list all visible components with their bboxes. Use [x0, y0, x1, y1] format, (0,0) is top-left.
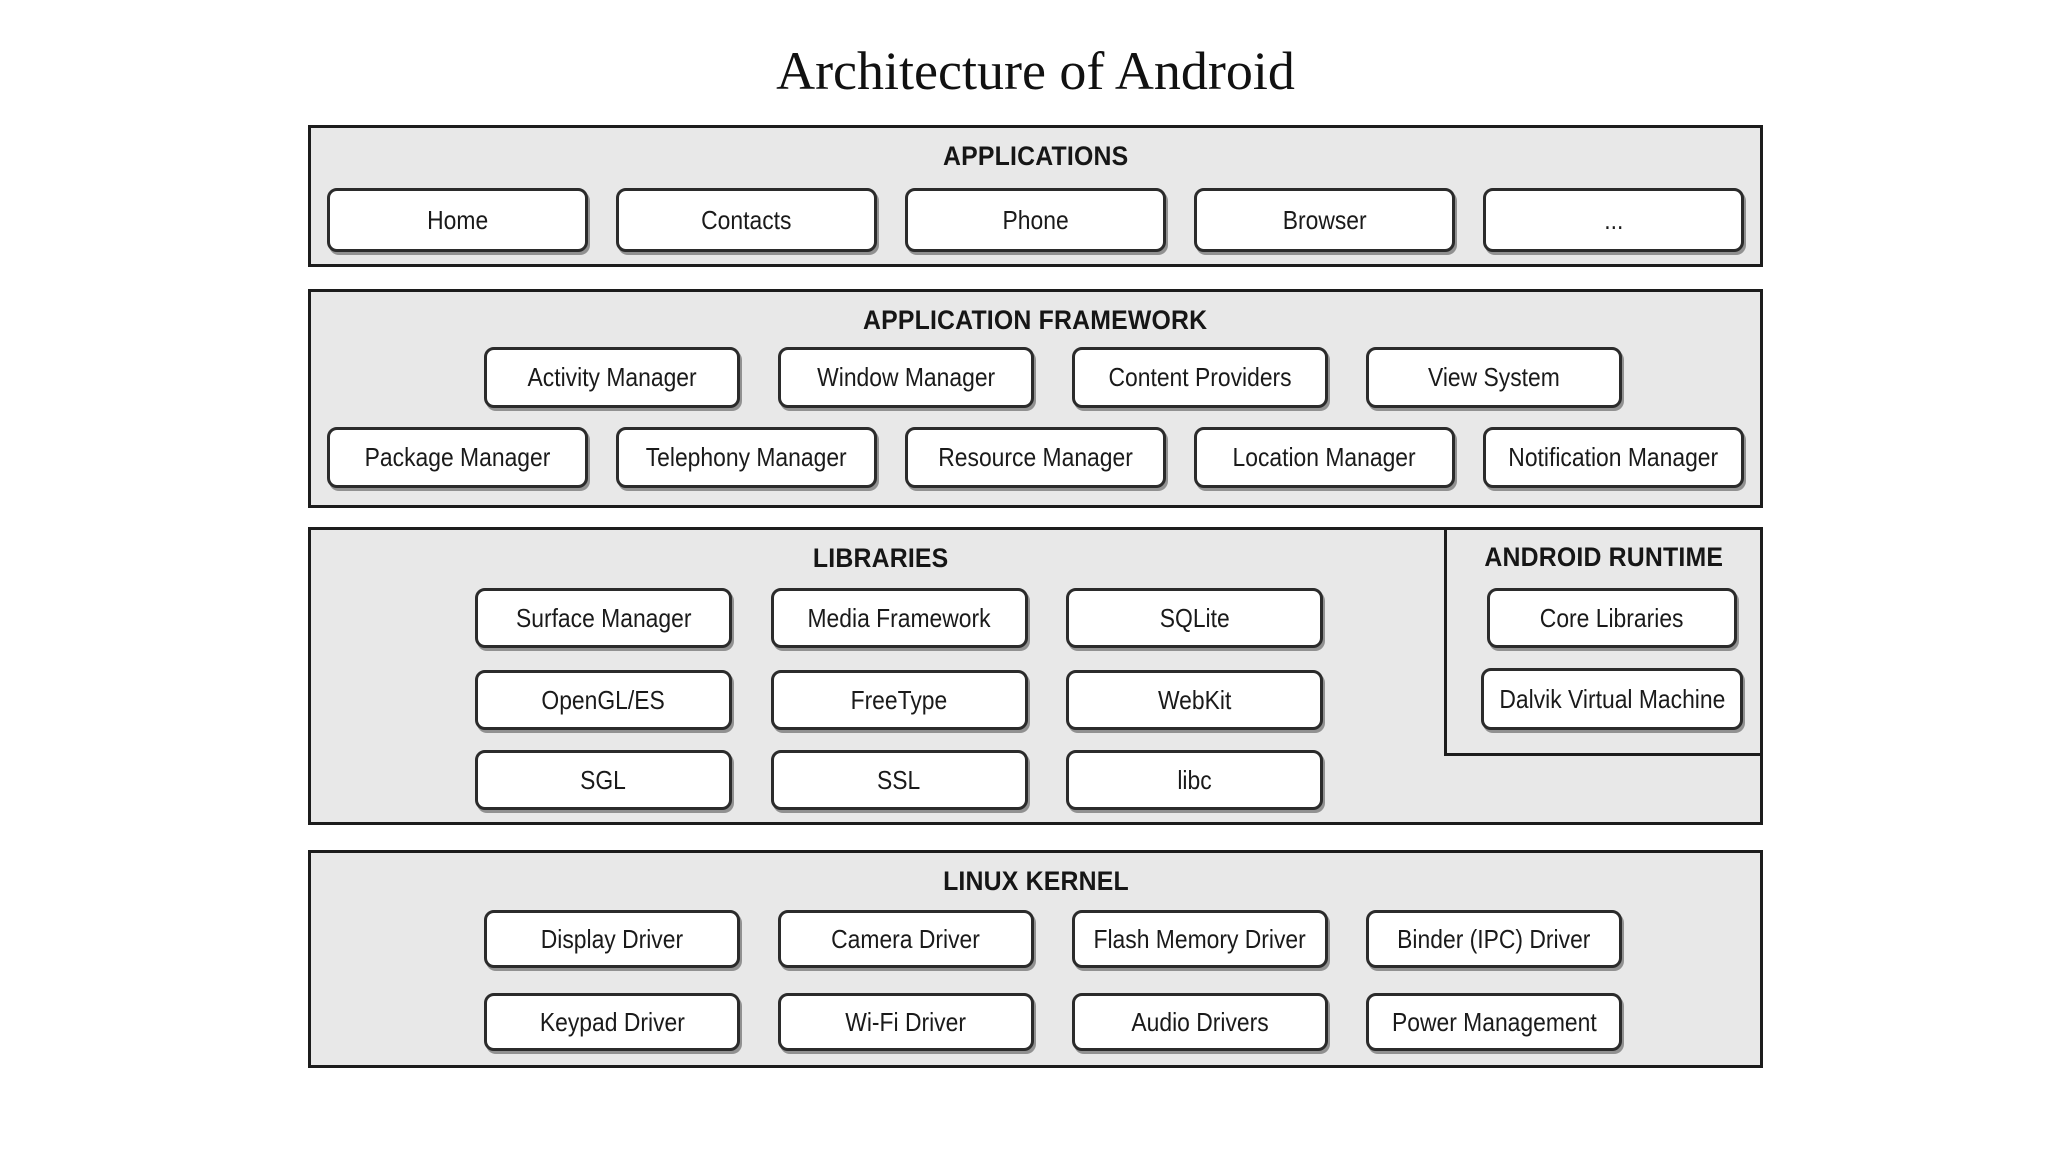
box-home-label: Home — [426, 204, 489, 235]
section-android-runtime-header: ANDROID RUNTIME — [1447, 542, 1760, 573]
box-sgl-label: SGL — [580, 764, 627, 795]
box-activity-manager-label: Activity Manager — [527, 362, 697, 392]
box-more-apps-label: ... — [1603, 204, 1624, 235]
libraries-row-1: Surface Manager Media Framework SQLite — [475, 588, 1323, 648]
box-flash-memory-driver-label: Flash Memory Driver — [1093, 923, 1307, 954]
box-package-manager: Package Manager — [327, 427, 588, 488]
box-content-providers: Content Providers — [1072, 347, 1328, 408]
section-application-framework: APPLICATION FRAMEWORK Activity Manager W… — [308, 289, 1763, 508]
section-application-framework-header-label: APPLICATION FRAMEWORK — [863, 305, 1208, 335]
section-libraries-header-label: LIBRARIES — [812, 543, 949, 573]
box-sqlite-label: SQLite — [1159, 602, 1230, 633]
box-freetype-label: FreeType — [850, 684, 948, 715]
box-dalvik-virtual-machine: Dalvik Virtual Machine — [1481, 668, 1743, 730]
box-telephony-manager-label: Telephony Manager — [646, 442, 847, 472]
box-phone: Phone — [905, 188, 1166, 252]
box-notification-manager-label: Notification Manager — [1508, 442, 1719, 472]
box-libc: libc — [1066, 750, 1323, 810]
box-view-system-label: View System — [1428, 362, 1560, 392]
box-phone-label: Phone — [1002, 204, 1069, 235]
box-browser-label: Browser — [1282, 204, 1367, 235]
box-more-apps: ... — [1483, 188, 1744, 252]
box-ssl-label: SSL — [877, 764, 921, 795]
box-core-libraries: Core Libraries — [1487, 588, 1737, 648]
framework-row-2: Package Manager Telephony Manager Resour… — [327, 427, 1744, 488]
box-webkit-label: WebKit — [1157, 684, 1232, 715]
section-applications: APPLICATIONS Home Contacts Phone Browser… — [308, 125, 1763, 267]
box-audio-drivers-label: Audio Drivers — [1131, 1006, 1269, 1037]
box-view-system: View System — [1366, 347, 1622, 408]
framework-row-1: Activity Manager Window Manager Content … — [484, 347, 1622, 408]
box-camera-driver: Camera Driver — [778, 910, 1034, 968]
box-power-management: Power Management — [1366, 993, 1622, 1051]
applications-row: Home Contacts Phone Browser ... — [327, 188, 1744, 252]
box-freetype: FreeType — [770, 670, 1028, 730]
box-contacts-label: Contacts — [701, 204, 792, 235]
box-keypad-driver: Keypad Driver — [484, 993, 740, 1051]
kernel-row-1: Display Driver Camera Driver Flash Memor… — [484, 910, 1622, 968]
section-libraries-header: LIBRARIES — [311, 543, 1450, 574]
box-display-driver: Display Driver — [484, 910, 740, 968]
box-sgl: SGL — [475, 750, 732, 810]
libraries-row-2: OpenGL/ES FreeType WebKit — [475, 670, 1323, 730]
box-window-manager-label: Window Manager — [816, 362, 996, 392]
box-media-framework: Media Framework — [770, 588, 1028, 648]
box-webkit: WebKit — [1066, 670, 1323, 730]
box-wifi-driver-label: Wi-Fi Driver — [845, 1006, 967, 1037]
box-binder-ipc-driver-label: Binder (IPC) Driver — [1397, 923, 1591, 954]
box-flash-memory-driver: Flash Memory Driver — [1072, 910, 1328, 968]
box-package-manager-label: Package Manager — [364, 442, 551, 472]
box-libc-label: libc — [1177, 764, 1212, 795]
box-keypad-driver-label: Keypad Driver — [539, 1006, 685, 1037]
box-surface-manager: Surface Manager — [475, 588, 732, 648]
section-applications-header-label: APPLICATIONS — [942, 141, 1129, 171]
box-core-libraries-label: Core Libraries — [1540, 602, 1684, 633]
diagram-title: Architecture of Android — [776, 41, 1295, 101]
box-audio-drivers: Audio Drivers — [1072, 993, 1328, 1051]
box-opengl-es-label: OpenGL/ES — [541, 684, 666, 715]
box-location-manager: Location Manager — [1194, 427, 1455, 488]
box-binder-ipc-driver: Binder (IPC) Driver — [1366, 910, 1622, 968]
section-linux-kernel: LINUX KERNEL Display Driver Camera Drive… — [308, 850, 1763, 1068]
box-opengl-es: OpenGL/ES — [475, 670, 732, 730]
section-android-runtime: ANDROID RUNTIME Core Libraries Dalvik Vi… — [1444, 527, 1763, 756]
box-power-management-label: Power Management — [1391, 1006, 1597, 1037]
kernel-row-2: Keypad Driver Wi-Fi Driver Audio Drivers… — [484, 993, 1622, 1051]
box-wifi-driver: Wi-Fi Driver — [778, 993, 1034, 1051]
box-telephony-manager: Telephony Manager — [616, 427, 877, 488]
section-application-framework-header: APPLICATION FRAMEWORK — [311, 305, 1760, 336]
box-display-driver-label: Display Driver — [540, 923, 684, 954]
box-resource-manager: Resource Manager — [905, 427, 1166, 488]
box-home: Home — [327, 188, 588, 252]
box-media-framework-label: Media Framework — [807, 602, 991, 633]
box-contacts: Contacts — [616, 188, 877, 252]
box-dalvik-virtual-machine-label: Dalvik Virtual Machine — [1499, 683, 1725, 714]
section-linux-kernel-header: LINUX KERNEL — [311, 866, 1760, 897]
box-activity-manager: Activity Manager — [484, 347, 740, 408]
box-content-providers-label: Content Providers — [1108, 362, 1292, 392]
box-surface-manager-label: Surface Manager — [515, 602, 692, 633]
box-notification-manager: Notification Manager — [1483, 427, 1744, 488]
box-location-manager-label: Location Manager — [1232, 442, 1417, 472]
section-android-runtime-header-label: ANDROID RUNTIME — [1484, 542, 1723, 572]
section-linux-kernel-header-label: LINUX KERNEL — [942, 866, 1129, 896]
box-sqlite: SQLite — [1066, 588, 1323, 648]
box-window-manager: Window Manager — [778, 347, 1034, 408]
section-libraries: LIBRARIES Surface Manager Media Framewor… — [308, 527, 1763, 825]
box-resource-manager-label: Resource Manager — [938, 442, 1133, 472]
libraries-row-3: SGL SSL libc — [475, 750, 1323, 810]
box-browser: Browser — [1194, 188, 1455, 252]
box-ssl: SSL — [770, 750, 1028, 810]
section-applications-header: APPLICATIONS — [311, 141, 1760, 172]
box-camera-driver-label: Camera Driver — [831, 923, 981, 954]
